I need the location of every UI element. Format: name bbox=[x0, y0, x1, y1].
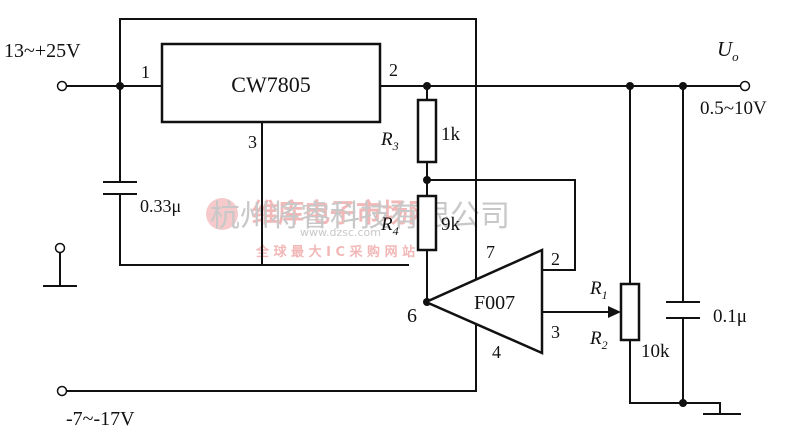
resistor-r3: R3 1k bbox=[380, 98, 461, 164]
wires bbox=[43, 18, 741, 404]
r1-label: R1 bbox=[589, 278, 608, 302]
opamp-pin-7-label: 7 bbox=[486, 242, 495, 262]
input-neg-label: -7~-17V bbox=[66, 408, 135, 430]
wiper-arrow bbox=[608, 306, 621, 318]
input-pos-label: 13~+25V bbox=[4, 40, 81, 62]
regulator-box bbox=[160, 42, 382, 124]
opamp-triangle bbox=[422, 248, 544, 355]
input-neg-terminal bbox=[56, 385, 68, 397]
ground-terminal bbox=[54, 242, 66, 254]
r3-label: R3 bbox=[380, 129, 399, 153]
opamp-pin-4-label: 4 bbox=[492, 342, 501, 362]
watermark: 维库电子市场网 杭州将睿科技有限公司 全 球 最 大 I C 采 购 网 站 w… bbox=[206, 198, 510, 260]
input-capacitor: 0.33μ bbox=[103, 181, 181, 216]
watermark-logo bbox=[206, 198, 238, 230]
opamp-label: F007 bbox=[474, 292, 515, 314]
output-capacitor-label: 0.1μ bbox=[713, 306, 747, 327]
input-pos-terminal bbox=[56, 80, 68, 92]
output-capacitor: 0.1μ bbox=[666, 301, 747, 327]
output-range-label: 0.5~10V bbox=[700, 98, 767, 119]
resistor-r4: R4 9k bbox=[380, 194, 461, 252]
r2-label: R2 bbox=[589, 328, 608, 352]
watermark-url: www.dzsc.com bbox=[300, 226, 381, 239]
output-label: Uo bbox=[717, 37, 739, 64]
r4-label: R4 bbox=[380, 214, 399, 238]
input-capacitor-label: 0.33μ bbox=[140, 196, 181, 216]
opamp-pin-6-label: 6 bbox=[407, 305, 417, 327]
pin-2-label: 2 bbox=[389, 60, 398, 80]
opamp: F007 7 2 6 3 4 bbox=[407, 242, 560, 362]
terminals bbox=[54, 80, 751, 397]
watermark-company: 杭州将睿科技有限公司 bbox=[210, 199, 510, 234]
output-terminal bbox=[739, 80, 751, 92]
watermark-tagline: 全 球 最 大 I C 采 购 网 站 bbox=[255, 244, 415, 260]
watermark-brand: 维库电子市场网 bbox=[252, 198, 434, 229]
potentiometer: R1 R2 10k bbox=[589, 278, 670, 362]
pin-1-label: 1 bbox=[141, 62, 150, 82]
ground-symbol bbox=[703, 402, 741, 415]
pot-value: 10k bbox=[641, 341, 670, 362]
regulator: CW7805 1 2 3 bbox=[141, 42, 411, 152]
opamp-pin-3-label: 3 bbox=[551, 322, 560, 342]
r4-value: 9k bbox=[441, 214, 461, 235]
opamp-pin-2-label: 2 bbox=[551, 249, 560, 269]
regulator-label: CW7805 bbox=[231, 72, 310, 97]
r3-value: 1k bbox=[441, 124, 461, 145]
pin-3-label: 3 bbox=[248, 132, 257, 152]
